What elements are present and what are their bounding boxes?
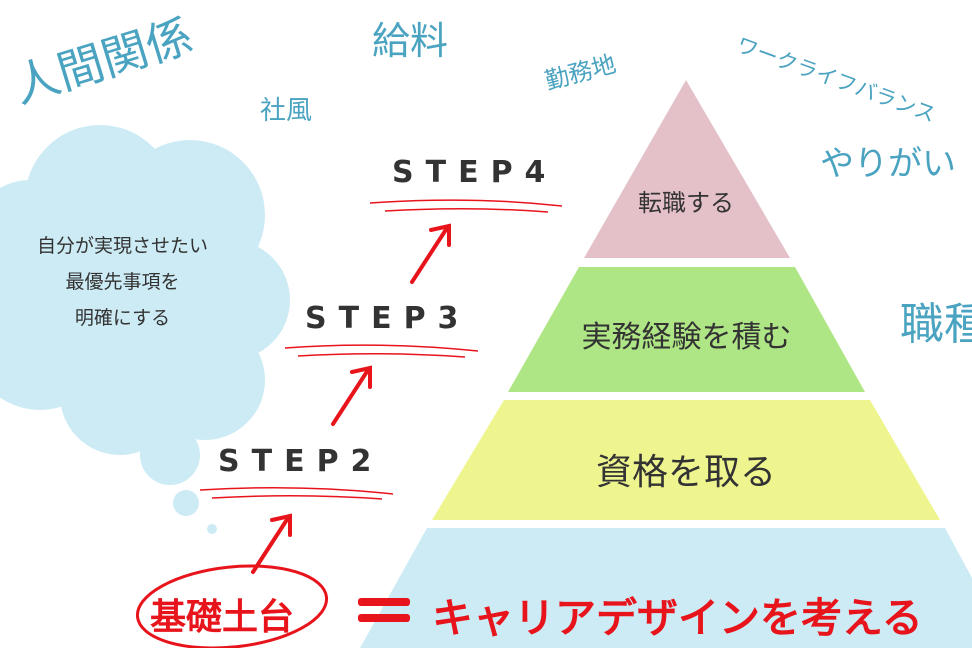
equals-sign xyxy=(358,598,410,622)
tier2-label: 資格を取る xyxy=(595,452,776,493)
step3-label: STEP3 xyxy=(305,301,471,336)
pyramid-tier-4 xyxy=(584,80,790,258)
arrows xyxy=(251,223,451,574)
base-label: 基礎土台 xyxy=(150,597,295,638)
thought-cloud xyxy=(0,125,290,534)
keyword-salary: 給料 xyxy=(372,19,449,63)
pyramid-tier-2 xyxy=(432,400,940,520)
step2-label: STEP2 xyxy=(218,444,384,479)
base-label-circle xyxy=(135,564,329,648)
keyword-job-type: 職種 xyxy=(900,299,972,350)
tier3-label: 実務経験を積む xyxy=(581,320,792,355)
thought-line-2: 最優先事項を xyxy=(65,271,180,293)
pyramid-tier-1 xyxy=(360,528,972,648)
step4-label: STEP4 xyxy=(392,155,558,190)
tier4-label: 転職する xyxy=(638,189,734,217)
thought-line-3: 明確にする xyxy=(74,307,171,329)
keyword-fulfillment: やりがい xyxy=(820,144,956,184)
thought-line-1: 自分が実現させたい xyxy=(36,235,208,257)
thought-bubble-text: 自分が実現させたい 最優先事項を 明確にする xyxy=(0,228,245,336)
keyword-culture: 社風 xyxy=(260,96,313,126)
base-description: キャリアデザインを考える xyxy=(432,594,923,642)
step-underlines xyxy=(199,199,563,500)
pyramid-tier-3 xyxy=(508,267,865,392)
